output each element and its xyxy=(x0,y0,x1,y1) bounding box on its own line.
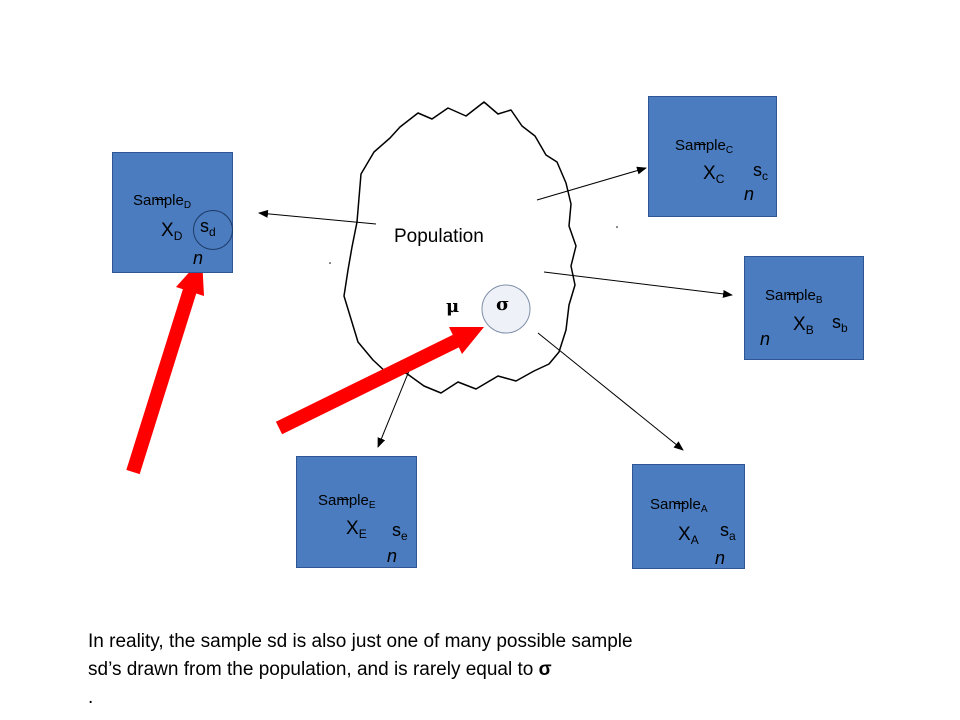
caption-line-1: In reality, the sample sd is also just o… xyxy=(88,631,633,652)
sample-c-mean: XC xyxy=(703,163,725,186)
arrow-to-sample-e xyxy=(377,365,412,448)
sample-b-mean-bar xyxy=(787,294,797,295)
stray-dot xyxy=(616,226,618,228)
arrow-to-sample-d xyxy=(258,209,377,225)
sample-e-box: SampleE XE se n xyxy=(296,456,417,568)
sample-a-box: SampleA XA sa n xyxy=(632,464,745,569)
red-arrow-to-sd xyxy=(126,258,204,475)
sample-c-n: n xyxy=(744,184,755,204)
sigma-symbol: σ xyxy=(496,294,510,315)
sample-a-mean-bar xyxy=(675,503,685,504)
mu-symbol: μ xyxy=(446,296,460,317)
caption-line-2: sd’s drawn from the population, and is r… xyxy=(88,656,808,684)
sample-d-box: SampleD XD sd n xyxy=(112,152,233,273)
arrow-to-sample-a xyxy=(537,332,684,451)
sd-highlight-circle xyxy=(193,210,233,250)
sample-b-sd: sb xyxy=(832,312,848,335)
sample-a-sd: sa xyxy=(720,520,736,543)
sample-c-sd: sc xyxy=(753,160,768,183)
sample-a-n: n xyxy=(715,548,726,568)
sample-a-mean: XA xyxy=(678,524,699,547)
sample-d-n: n xyxy=(193,248,204,268)
sample-c-title: SampleC xyxy=(675,137,734,156)
sample-d-mean-bar xyxy=(155,199,165,200)
arrow-to-sample-c xyxy=(536,166,647,201)
sample-d-mean: XD xyxy=(161,220,183,243)
sample-e-mean: XE xyxy=(346,518,367,541)
sample-e-title: SampleE xyxy=(318,492,376,511)
sample-c-box: SampleC XC sc n xyxy=(648,96,777,217)
sample-b-box: SampleB XB sb n xyxy=(744,256,864,360)
sample-e-sd: se xyxy=(392,520,408,543)
sample-c-mean-bar xyxy=(696,144,706,145)
sigma-circle xyxy=(481,284,531,334)
population-label: Population xyxy=(394,226,484,247)
caption-line-2-text: sd’s drawn from the population, and is r… xyxy=(88,659,539,680)
sample-a-title: SampleA xyxy=(650,496,708,515)
sample-b-mean: XB xyxy=(793,314,814,337)
sample-e-mean-bar xyxy=(339,499,349,500)
caption-text: In reality, the sample sd is also just o… xyxy=(88,628,808,712)
caption-sigma: σ xyxy=(538,659,552,680)
sample-b-title: SampleB xyxy=(765,287,823,306)
sample-d-title: SampleD xyxy=(133,192,192,211)
sample-b-n: n xyxy=(760,329,771,349)
caption-line-3: . xyxy=(88,687,94,708)
sample-e-n: n xyxy=(387,546,398,566)
red-arrow-to-sigma xyxy=(275,327,484,435)
arrow-to-sample-b xyxy=(543,271,733,298)
stray-dot xyxy=(329,262,331,264)
